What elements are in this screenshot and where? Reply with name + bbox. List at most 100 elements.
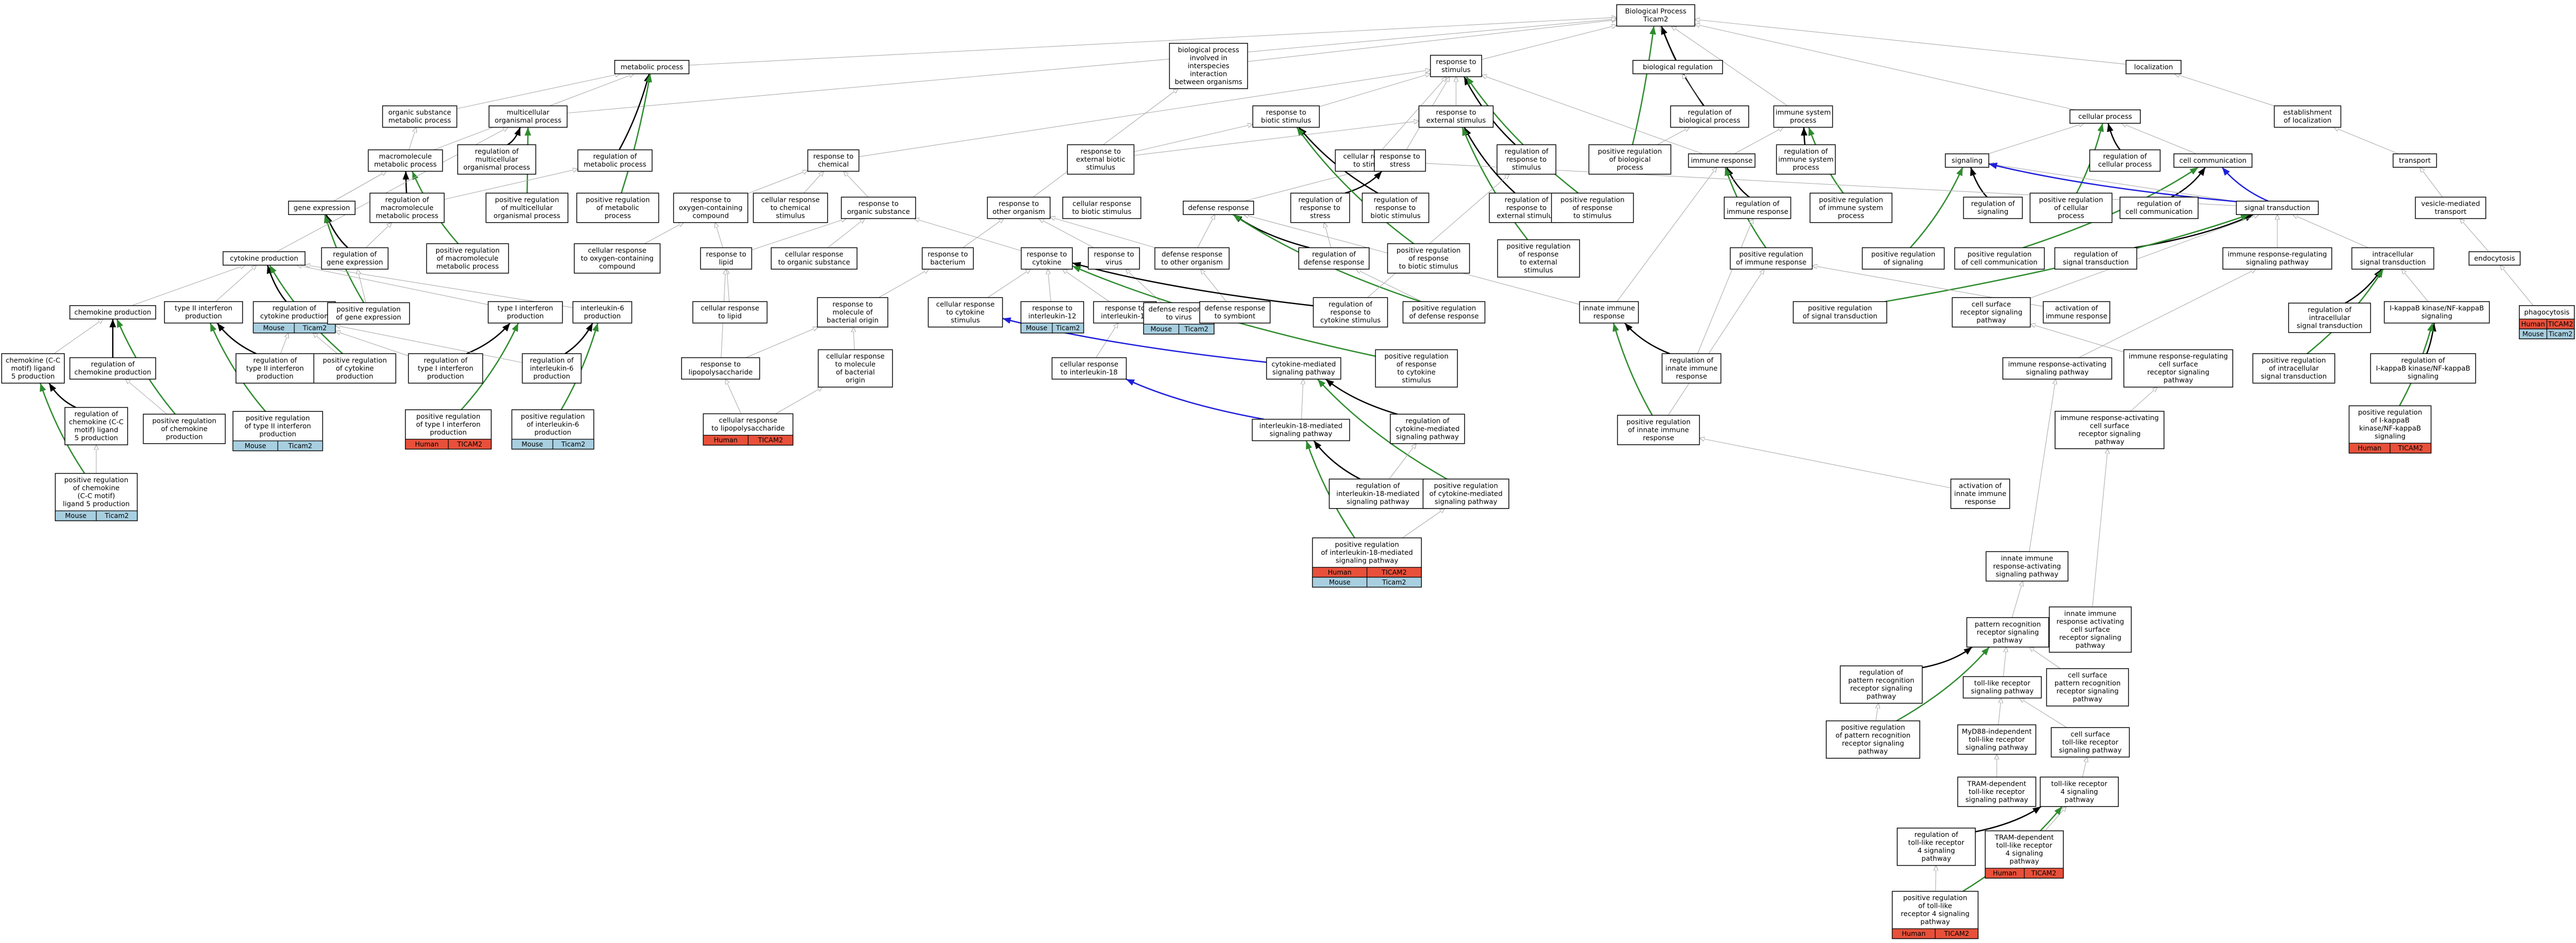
go-term-cell-comm[interactable]: cell communication <box>2173 153 2253 168</box>
go-term-reg-ikb-nfkb[interactable]: regulation ofI-kappaB kinase/NF-kappaBsi… <box>2370 353 2476 384</box>
go-term-cellular-proc[interactable]: cellular process <box>2069 109 2141 124</box>
go-term-reg-il18-signal[interactable]: regulation ofinterleukin-18-mediatedsign… <box>1328 478 1427 509</box>
go-term-metabolic[interactable]: metabolic process <box>614 60 690 74</box>
go-term-transport[interactable]: transport <box>2392 153 2437 168</box>
go-term-localization[interactable]: localization <box>2125 60 2182 74</box>
go-term-chemokine-prod[interactable]: chemokine production <box>69 305 156 319</box>
go-term-signaling[interactable]: signaling <box>1945 153 1990 168</box>
go-term-reg-cytokine-signal[interactable]: regulation ofcytokine-mediatedsignaling … <box>1389 413 1465 444</box>
go-term-cytokine-prod[interactable]: cytokine production <box>222 251 306 266</box>
go-term-defense-resp[interactable]: defense response <box>1183 201 1254 215</box>
go-term-immune-resp[interactable]: immune response <box>1688 153 1756 168</box>
go-term-endocytosis[interactable]: endocytosis <box>2468 251 2521 266</box>
